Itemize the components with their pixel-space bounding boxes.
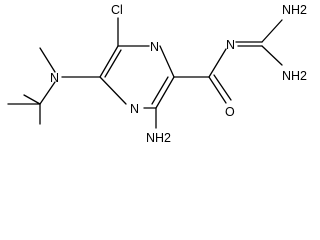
atom-label-nh2-bottom: NH2	[282, 69, 307, 83]
bond-carbonyl-n	[208, 48, 227, 78]
atom-label-n-ring-top: N	[150, 40, 159, 54]
atom-label-nh2-ring: NH2	[146, 131, 171, 145]
bond-ring-n1-c2	[159, 45, 175, 78]
bond-ring-n4-c5	[99, 76, 127, 105]
bond-ring-c2-c3	[155, 76, 175, 109]
bond-ring-c5-c6-inner	[104, 49, 122, 78]
bond-ring-c5-c6	[99, 45, 119, 78]
chemical-structure-diagram: Cl N N N NH2 O N NH2 NH2	[7, 3, 307, 145]
atom-label-n-ring-bottom: N	[130, 102, 139, 116]
atom-label-n-imine: N	[226, 38, 235, 52]
bond-carbonyl-o-inner	[213, 74, 232, 101]
atom-label-o-carbonyl: O	[225, 105, 235, 119]
bond-guanidine-nh2-bottom	[261, 45, 283, 66]
atom-label-cl: Cl	[111, 3, 123, 17]
bond-n-methyl	[39, 47, 56, 73]
atom-label-nh2-top: NH2	[282, 3, 307, 17]
bond-tbu-methyl-top	[23, 94, 41, 105]
bond-tbu-n	[39, 81, 56, 105]
bond-carbonyl-o	[208, 76, 227, 104]
atom-label-n-amine: N	[50, 71, 59, 85]
bond-ring-c2-c3-inner	[151, 76, 169, 105]
bonds	[7, 17, 283, 129]
atom-labels: Cl N N N NH2 O N NH2 NH2	[50, 3, 307, 145]
bond-guanidine-nh2-top	[261, 19, 283, 43]
